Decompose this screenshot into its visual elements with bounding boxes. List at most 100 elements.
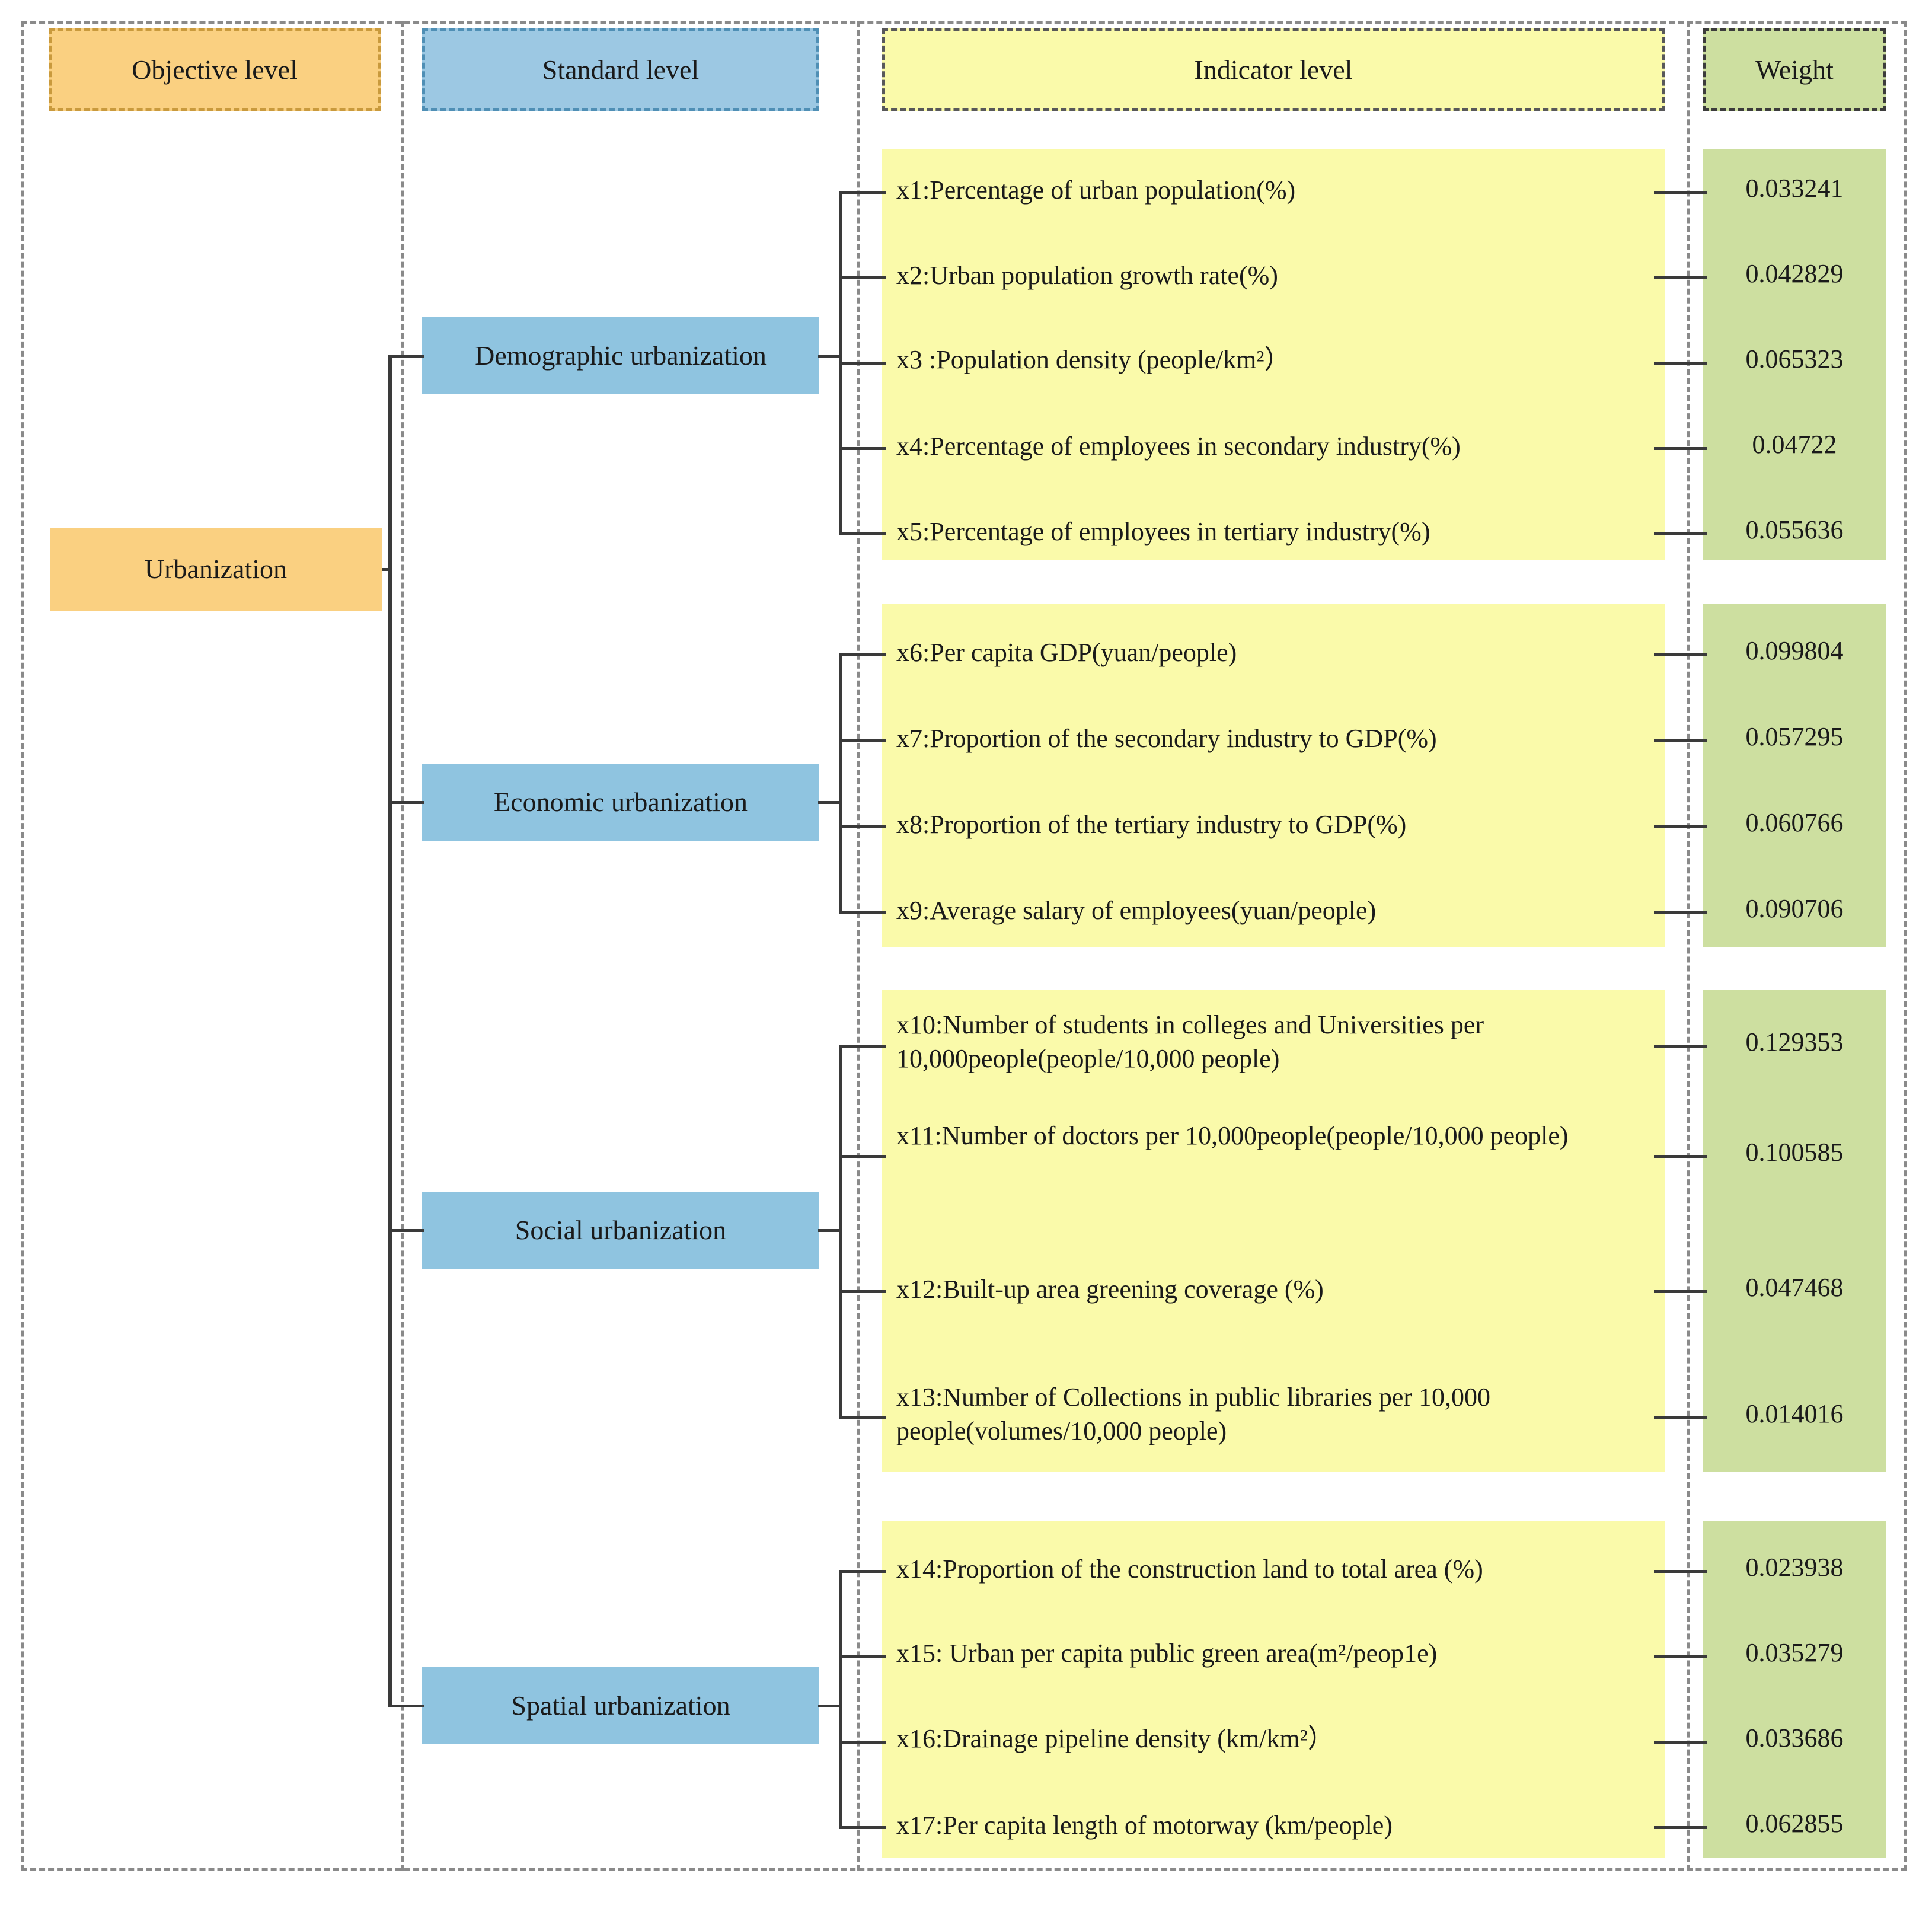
connector-weight-x16 <box>1654 1741 1707 1744</box>
column-divider-indicator-weight <box>1687 21 1690 1871</box>
connector-social-to-bracket <box>818 1229 842 1232</box>
indicator-label-x10: x10:Number of students in colleges and U… <box>896 1010 1484 1074</box>
indicator-label-x8: x8:Proportion of the tertiary industry t… <box>896 810 1407 839</box>
connector-weight-x1 <box>1654 191 1707 194</box>
standard-node-economic-urbanization: Economic urbanization <box>422 764 819 841</box>
connector-demographic-to-bracket <box>818 355 842 358</box>
connector-indicator-x13 <box>839 1416 886 1419</box>
connector-weight-x12 <box>1654 1290 1707 1293</box>
weight-panel-social <box>1703 990 1886 1472</box>
indicator-panel-social <box>882 990 1665 1472</box>
diagram-outer-frame <box>21 21 1907 1871</box>
header-weight: Weight <box>1703 28 1886 111</box>
weight-value-x4: 0.04722 <box>1752 430 1837 459</box>
connector-weight-x6 <box>1654 653 1707 656</box>
connector-weight-x5 <box>1654 532 1707 535</box>
indicator-label-x12: x12:Built-up area greening coverage (%) <box>896 1275 1324 1304</box>
connector-weight-x15 <box>1654 1655 1707 1658</box>
weight-value-x8: 0.060766 <box>1745 808 1844 837</box>
weight-panel-spatial <box>1703 1521 1886 1858</box>
standard-node-social-urbanization: Social urbanization <box>422 1192 819 1269</box>
connector-weight-x8 <box>1654 825 1707 828</box>
weight-value-x5: 0.055636 <box>1745 515 1844 544</box>
weight-value-x3: 0.065323 <box>1745 344 1844 374</box>
connector-indicator-x8 <box>839 825 886 828</box>
connector-indicator-x16 <box>839 1741 886 1744</box>
connector-weight-x3 <box>1654 362 1707 365</box>
connector-indicator-x5 <box>839 532 886 535</box>
weight-value-x14: 0.023938 <box>1745 1553 1844 1582</box>
connector-indicator-x15 <box>839 1655 886 1658</box>
connector-trunk-to-economic <box>388 801 424 804</box>
connector-indicator-x9 <box>839 911 886 914</box>
bracket-trunk-spatial <box>839 1570 842 1826</box>
bracket-trunk-social <box>839 1045 842 1416</box>
standard-node-demographic-urbanization: Demographic urbanization <box>422 317 819 394</box>
indicator-label-x13: x13:Number of Collections in public libr… <box>896 1383 1491 1446</box>
connector-objective-stub <box>382 568 391 571</box>
weight-value-x1: 0.033241 <box>1745 174 1844 203</box>
indicator-label-x15: x15: Urban per capita public green area(… <box>896 1639 1438 1668</box>
indicator-panel-economic <box>882 604 1665 947</box>
connector-economic-to-bracket <box>818 801 842 804</box>
header-objective-level: Objective level <box>49 28 381 111</box>
connector-trunk-to-demographic <box>388 355 424 358</box>
weight-value-x10: 0.129353 <box>1745 1027 1844 1057</box>
indicator-label-x6: x6:Per capita GDP(yuan/people) <box>896 638 1237 667</box>
connector-indicator-x3 <box>839 362 886 365</box>
connector-indicator-x6 <box>839 653 886 656</box>
weight-value-x13: 0.014016 <box>1745 1399 1844 1428</box>
weight-panel-economic <box>1703 604 1886 947</box>
indicator-label-x7: x7:Proportion of the secondary industry … <box>896 724 1437 753</box>
connector-weight-x11 <box>1654 1155 1707 1158</box>
column-divider-objective-standard <box>401 21 404 1871</box>
connector-weight-x14 <box>1654 1570 1707 1573</box>
weight-panel-demographic <box>1703 149 1886 560</box>
column-divider-standard-indicator <box>857 21 860 1871</box>
connector-trunk-to-spatial <box>388 1705 424 1707</box>
weight-value-x15: 0.035279 <box>1745 1638 1844 1667</box>
connector-weight-x7 <box>1654 739 1707 742</box>
weight-value-x12: 0.047468 <box>1745 1273 1844 1302</box>
standard-node-spatial-urbanization: Spatial urbanization <box>422 1667 819 1744</box>
indicator-label-x16: x16:Drainage pipeline density (km/km²） <box>896 1724 1334 1753</box>
connector-trunk-to-social <box>388 1229 424 1232</box>
weight-value-x17: 0.062855 <box>1745 1809 1844 1838</box>
indicator-panel-spatial <box>882 1521 1665 1858</box>
connector-indicator-x10 <box>839 1045 886 1048</box>
connector-indicator-x1 <box>839 191 886 194</box>
connector-indicator-x7 <box>839 739 886 742</box>
indicator-label-x9: x9:Average salary of employees(yuan/peop… <box>896 896 1377 925</box>
connector-spatial-to-bracket <box>818 1705 842 1707</box>
indicator-label-x14: x14:Proportion of the construction land … <box>896 1555 1483 1584</box>
weight-value-x9: 0.090706 <box>1745 894 1844 923</box>
indicator-label-x1: x1:Percentage of urban population(%) <box>896 175 1296 205</box>
weight-value-x11: 0.100585 <box>1745 1138 1844 1167</box>
connector-standard-trunk <box>388 356 392 1706</box>
bracket-trunk-economic <box>839 653 842 912</box>
connector-indicator-x4 <box>839 447 886 450</box>
indicator-label-x11: x11:Number of doctors per 10,000people(p… <box>896 1121 1569 1150</box>
connector-indicator-x14 <box>839 1570 886 1573</box>
header-standard-level: Standard level <box>422 28 819 111</box>
connector-indicator-x17 <box>839 1826 886 1829</box>
connector-weight-x13 <box>1654 1416 1707 1419</box>
connector-indicator-x12 <box>839 1290 886 1293</box>
indicator-label-x5: x5:Percentage of employees in tertiary i… <box>896 517 1430 546</box>
indicator-panel-demographic <box>882 149 1665 560</box>
connector-weight-x9 <box>1654 911 1707 914</box>
weight-value-x6: 0.099804 <box>1745 636 1844 665</box>
header-indicator-level: Indicator level <box>882 28 1665 111</box>
connector-weight-x4 <box>1654 447 1707 450</box>
connector-indicator-x11 <box>839 1155 886 1158</box>
weight-value-x2: 0.042829 <box>1745 259 1844 288</box>
indicator-label-x17: x17:Per capita length of motorway (km/pe… <box>896 1811 1393 1840</box>
connector-indicator-x2 <box>839 276 886 279</box>
indicator-label-x4: x4:Percentage of employees in secondary … <box>896 432 1461 461</box>
indicator-label-x3: x3 :Population density (people/km²） <box>896 345 1291 374</box>
connector-weight-x10 <box>1654 1045 1707 1048</box>
weight-value-x7: 0.057295 <box>1745 722 1844 751</box>
connector-weight-x17 <box>1654 1826 1707 1829</box>
objective-node-urbanization: Urbanization <box>50 528 382 611</box>
